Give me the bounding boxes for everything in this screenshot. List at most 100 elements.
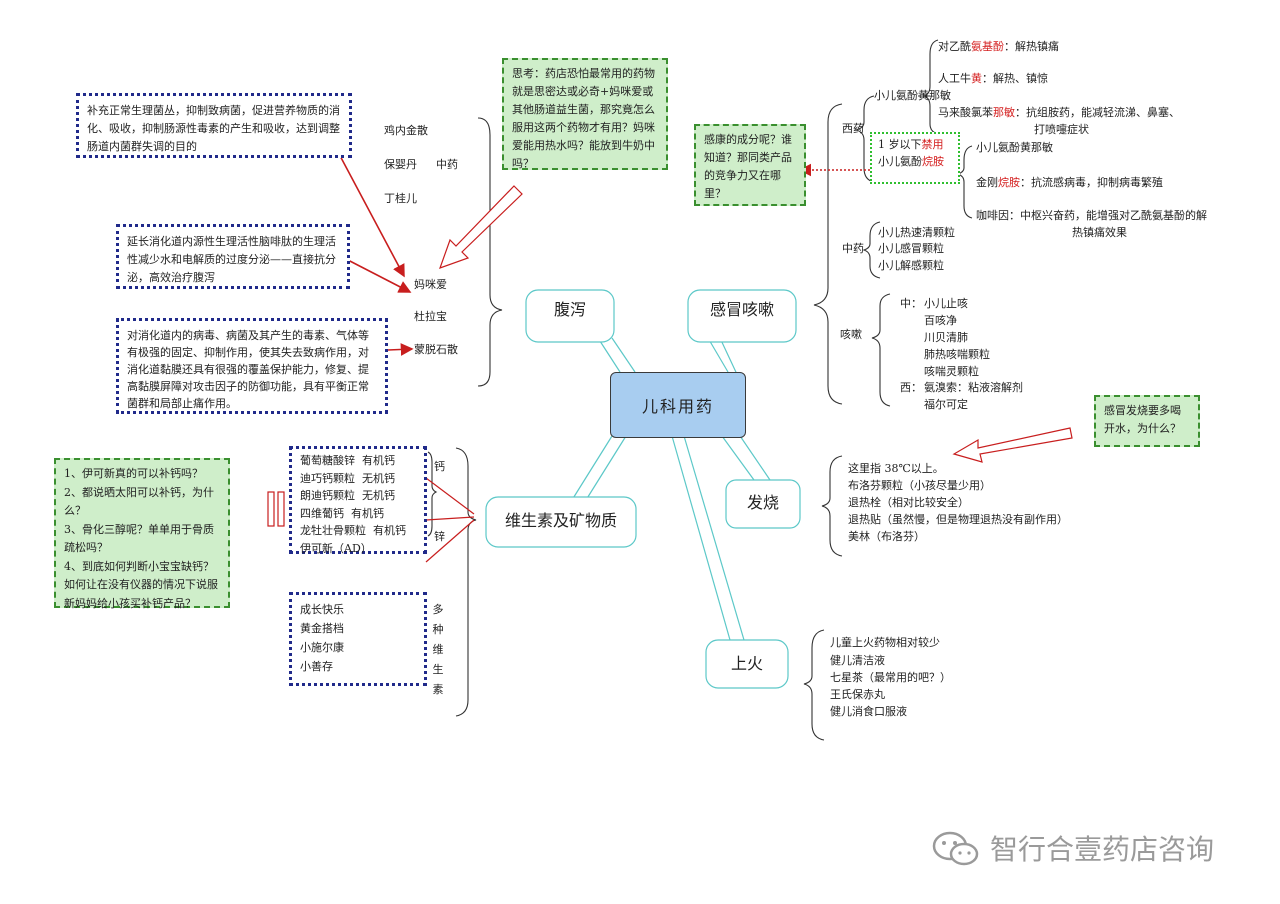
ingredient-text: ：解热镇痛 — [1004, 40, 1059, 53]
watermark-text: 智行合壹药店咨询 — [990, 833, 1215, 866]
diarrhea-item: 蒙脱石散 — [414, 343, 458, 356]
ban-highlight: 禁用 — [921, 138, 944, 151]
calcium-type: 无机钙 — [362, 471, 395, 485]
calcium-item: 伊可新（AD） — [300, 540, 416, 558]
calcium-item: 葡萄糖酸锌 有机钙 — [300, 452, 416, 470]
heat-item: 儿童上火药物相对较少 — [830, 636, 940, 649]
calcium-question: 3、骨化三醇呢？单单用于骨质疏松吗？ — [64, 522, 214, 555]
branch-heat: 上火 — [730, 654, 763, 673]
ban-line-1: 1 岁以下禁用 — [878, 136, 952, 153]
branch-vitamins-minerals: 维生素及矿物质 — [504, 511, 617, 530]
think-question-text: 思考：药店恐怕最常用的药物就是思密达或必奇+妈咪爱或其他肠道益生菌，那究竟怎么服… — [512, 67, 655, 170]
diarrhea-item: 杜拉宝 — [414, 310, 447, 323]
ingredient-highlight: 黄 — [971, 72, 982, 85]
wechat-icon — [932, 831, 979, 866]
multivitamin-item: 成长快乐 — [300, 603, 344, 616]
heat-item: 王氏保赤丸 — [830, 688, 885, 701]
calcium-item: 四维葡钙 有机钙 — [300, 505, 416, 523]
ganmao-question-box: 感康的成分呢？谁知道？那同类产品的竞争力又在哪里？ — [694, 124, 806, 206]
cough-tcm-item: 百咳净 — [924, 314, 957, 327]
ingredient-text: 人工牛 — [938, 72, 971, 85]
branch-fever-shape — [725, 479, 801, 529]
multivitamin-item: 黄金搭档 — [300, 622, 344, 635]
center-node: 儿科用药 — [610, 372, 746, 438]
heat-item: 健儿消食口服液 — [830, 705, 907, 718]
note-mamiai: 补充正常生理菌丛，抑制致病菌，促进营养物质的消化、吸收，抑制肠源性毒素的产生和吸… — [76, 93, 352, 158]
cough-west-label: 西： — [900, 381, 922, 394]
fever-item: 美林（布洛芬） — [848, 530, 925, 543]
cough-west-item: 氨溴索：粘液溶解剂 — [924, 381, 1023, 394]
multivitamin-label: 多种维生素 — [432, 603, 444, 696]
alk-caffeine: 咖啡因：中枢兴奋药，能增强对乙酰氨基酚的解 — [976, 209, 1207, 222]
note-dulabao-text: 延长消化道内源性生理活性脑啡肽的生理活性减少水和电解质的过度分泌——直接抗分泌，… — [127, 235, 336, 284]
calcium-type: 有机钙 — [362, 454, 395, 467]
calcium-zinc-list: 葡萄糖酸锌 有机钙 迪巧钙颗粒 无机钙 朗迪钙颗粒 无机钙 四维葡钙 有机钙 龙… — [289, 446, 427, 555]
calcium-label: 钙 — [434, 460, 445, 473]
cold-tcm-item: 小儿解感颗粒 — [878, 259, 944, 272]
outline-arrow-fever — [952, 427, 1073, 463]
ingredient-continuation: 打喷嚏症状 — [1034, 123, 1089, 136]
calcium-questions-box: 1、伊可新真的可以补钙吗？ 2、都说晒太阳可以补钙，为什么？ 3、骨化三醇呢？单… — [54, 458, 230, 610]
cough-tcm-item: 咳喘灵颗粒 — [924, 365, 979, 378]
cough-tcm-item: 川贝清肺 — [924, 331, 968, 344]
ban-text: 1 岁以下 — [878, 138, 922, 151]
cough-label: 咳嗽 — [840, 328, 862, 341]
calcium-name: 葡萄糖酸锌 — [300, 454, 355, 467]
note-smecta: 对消化道内的病毒、病菌及其产生的毒素、气体等有极强的固定、抑制作用，使其失去致病… — [116, 318, 388, 414]
note-mamiai-text: 补充正常生理菌丛，抑制致病菌，促进营养物质的消化、吸收，抑制肠源性毒素的产生和吸… — [87, 104, 340, 153]
branch-diarrhea-shape — [525, 289, 615, 343]
alk-highlight: 烷胺 — [998, 176, 1020, 189]
ban-text: 小儿氨酚 — [878, 155, 922, 168]
ingredient-text: 马来酸氯苯 — [938, 106, 993, 119]
diarrhea-tcm-item: 鸡内金散 — [384, 124, 428, 137]
calcium-question: 1、伊可新真的可以补钙吗？ — [64, 467, 203, 480]
ingredient-highlight: 氨基酚 — [971, 40, 1004, 53]
calcium-name: 四维葡钙 — [300, 506, 344, 520]
calcium-item: 朗迪钙颗粒 无机钙 — [300, 487, 416, 505]
outline-arrow-think — [439, 185, 523, 269]
center-label: 儿科用药 — [641, 397, 714, 416]
multivitamin-item: 小善存 — [300, 660, 333, 673]
ingredient-text: ：抗组胺药，能减轻流涕、鼻塞、 — [1015, 106, 1180, 119]
ingredient-chlorphenamine: 马来酸氯苯那敏：抗组胺药，能减轻流涕、鼻塞、 — [938, 104, 1180, 121]
heat-item: 健儿清洁液 — [830, 654, 885, 667]
cold-tcm-item: 小儿热速清颗粒 — [878, 226, 955, 239]
branch-cold-cough: 感冒咳嗽 — [709, 300, 774, 319]
calcium-type: 有机钙 — [373, 524, 406, 537]
fever-question-box: 感冒发烧要多喝开水，为什么？ — [1094, 395, 1200, 447]
calcium-question: 4、到底如何判断小宝宝缺钙？如何让在没有仪器的情况下说服新妈妈给小孩买补钙产品？ — [64, 559, 218, 610]
ban-highlight: 烷胺 — [922, 155, 944, 168]
ganmao-question-text: 感康的成分呢？谁知道？那同类产品的竞争力又在哪里？ — [704, 133, 792, 200]
diarrhea-item: 妈咪爱 — [414, 278, 447, 291]
branch-cold-shape — [687, 289, 797, 343]
branch-heat-shape — [705, 639, 789, 689]
ban-under-one-box: 1 岁以下禁用 小儿氨酚烷胺 — [870, 132, 960, 184]
ingredient-text: ：解热、镇惊 — [982, 72, 1048, 85]
cough-tcm-item: 小儿止咳 — [924, 297, 968, 310]
cough-tcm-label: 中： — [900, 297, 922, 310]
note-smecta-text: 对消化道内的病毒、病菌及其产生的毒素、气体等有极强的固定、抑制作用，使其失去致病… — [127, 329, 369, 410]
branch-diarrhea: 腹泻 — [553, 300, 586, 319]
cough-tcm-item: 肺热咳喘颗粒 — [924, 348, 990, 361]
ingredient-acetaminophen: 对乙酰氨基酚：解热镇痛 — [938, 38, 1059, 55]
calcium-name: 迪巧钙颗粒 — [300, 471, 355, 485]
fever-item: 布洛芬颗粒（小孩尽量少用） — [848, 479, 991, 492]
ingredient-text: 对乙酰 — [938, 40, 971, 53]
note-dulabao: 延长消化道内源性生理活性脑啡肽的生理活性减少水和电解质的过度分泌——直接抗分泌，… — [116, 224, 350, 289]
cold-tcm-label: 中药 — [842, 242, 864, 255]
multivitamin-item: 小施尔康 — [300, 641, 344, 654]
ingredient-bezoar: 人工牛黄：解热、镇惊 — [938, 70, 1048, 87]
cough-west-item: 福尔可定 — [924, 398, 968, 411]
fever-item: 退热贴（虽然慢，但是物理退热没有副作用） — [848, 513, 1068, 526]
branch-vitamins-shape — [485, 496, 637, 548]
fever-question-text: 感冒发烧要多喝开水，为什么？ — [1104, 404, 1181, 435]
calcium-name: 龙牡壮骨颗粒 — [300, 524, 366, 537]
alk-item: 小儿氨酚黄那敏 — [976, 141, 1053, 154]
calcium-name: 伊可新（AD） — [300, 541, 372, 555]
calcium-type: 有机钙 — [351, 506, 384, 520]
alk-amantadine: 金刚烷胺：抗流感病毒，抑制病毒繁殖 — [976, 174, 1163, 191]
calcium-item: 迪巧钙颗粒 无机钙 — [300, 470, 416, 488]
cold-western-label: 西药 — [842, 122, 864, 135]
alk-text: 金刚 — [976, 176, 998, 189]
